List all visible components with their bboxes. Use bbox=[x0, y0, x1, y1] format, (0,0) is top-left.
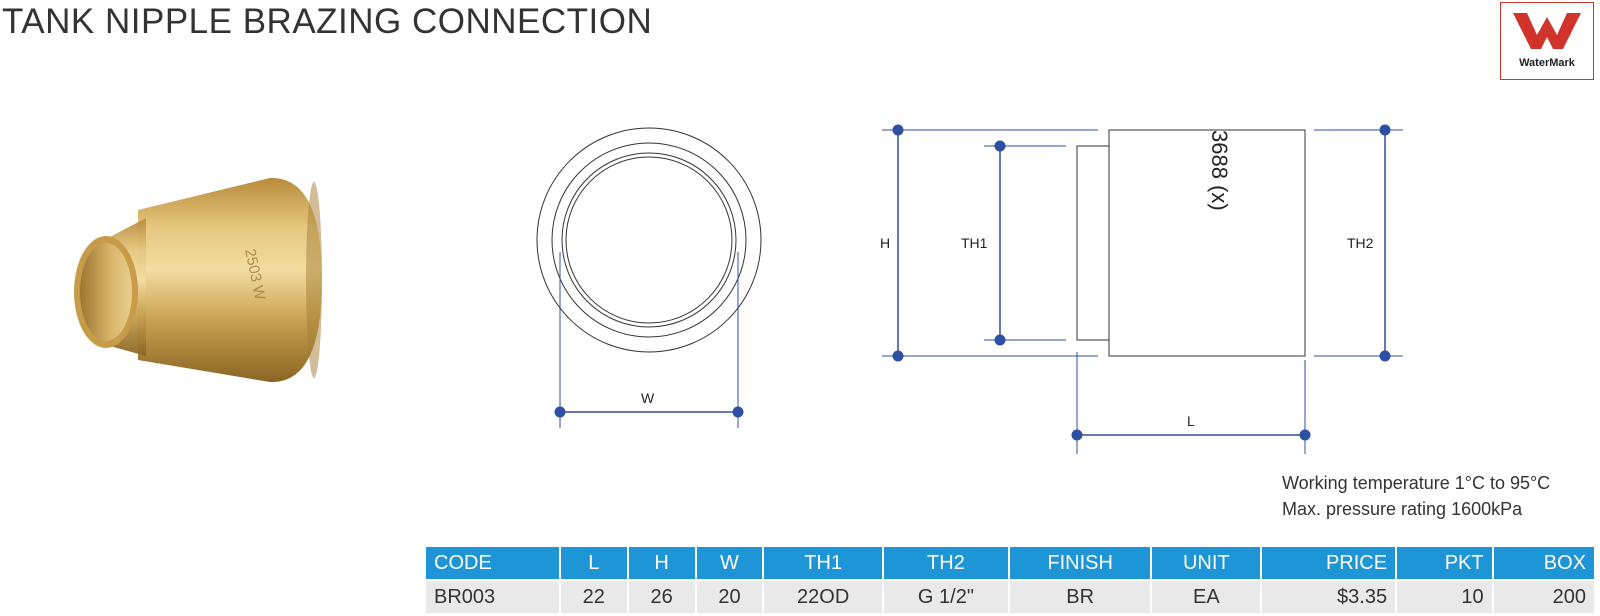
th1-dimension bbox=[984, 140, 1066, 346]
table-row: BR003 22 26 20 22OD G 1/2" BR EA $3.35 1… bbox=[426, 581, 1594, 613]
header-th1: TH1 bbox=[764, 547, 882, 579]
label-l: L bbox=[1187, 413, 1195, 429]
header-th2: TH2 bbox=[883, 547, 1008, 579]
label-th2: TH2 bbox=[1347, 235, 1374, 251]
cell-unit: EA bbox=[1152, 581, 1261, 613]
header-pkt: PKT bbox=[1397, 547, 1492, 579]
label-w: W bbox=[641, 390, 655, 406]
header-code: CODE bbox=[426, 547, 559, 579]
cell-th2: G 1/2" bbox=[883, 581, 1008, 613]
cell-w: 20 bbox=[696, 581, 763, 613]
watermark-logo: WaterMark bbox=[1500, 2, 1594, 80]
specifications: Working temperature 1°C to 95°C Max. pre… bbox=[1282, 470, 1550, 522]
cell-finish: BR bbox=[1009, 581, 1151, 613]
spec-temperature: Working temperature 1°C to 95°C bbox=[1282, 473, 1551, 493]
label-h: H bbox=[880, 235, 890, 251]
header-h: H bbox=[628, 547, 695, 579]
fitting-opening bbox=[80, 243, 132, 341]
th2-dimension bbox=[1314, 124, 1403, 362]
inner-circle bbox=[561, 152, 737, 328]
pricing-table: CODE L H W TH1 TH2 FINISH UNIT PRICE PKT… bbox=[424, 545, 1596, 615]
page-title: TANK NIPPLE BRAZING CONNECTION bbox=[2, 2, 653, 41]
header-l: L bbox=[560, 547, 627, 579]
bore-circle bbox=[565, 156, 733, 324]
fitting-end bbox=[306, 182, 322, 378]
watermark-w-icon bbox=[1513, 13, 1581, 49]
side-marking: 3688 (x) bbox=[1207, 130, 1232, 211]
front-view bbox=[536, 127, 762, 353]
w-dimension bbox=[554, 252, 744, 428]
fitting-body bbox=[138, 177, 322, 383]
header-price: PRICE bbox=[1262, 547, 1396, 579]
cell-price: $3.35 bbox=[1262, 581, 1396, 613]
header-box: BOX bbox=[1493, 547, 1594, 579]
label-th1: TH1 bbox=[961, 235, 988, 251]
outer-circle bbox=[536, 127, 762, 353]
cell-code: BR003 bbox=[426, 581, 559, 613]
l-dimension bbox=[1071, 352, 1311, 454]
side-view bbox=[1076, 129, 1306, 357]
cell-box: 200 bbox=[1493, 581, 1594, 613]
cell-h: 26 bbox=[628, 581, 695, 613]
middle-circle bbox=[551, 142, 747, 338]
product-photo: 2503 W bbox=[74, 177, 322, 383]
table-header-row: CODE L H W TH1 TH2 FINISH UNIT PRICE PKT… bbox=[426, 547, 1594, 579]
h-dimension bbox=[882, 124, 1098, 362]
spigot-rect bbox=[1076, 145, 1110, 341]
body-rect bbox=[1108, 129, 1306, 357]
logo-label: WaterMark bbox=[1519, 57, 1575, 69]
cell-l: 22 bbox=[560, 581, 627, 613]
header-finish: FINISH bbox=[1009, 547, 1151, 579]
spec-pressure: Max. pressure rating 1600kPa bbox=[1282, 499, 1523, 519]
header-w: W bbox=[696, 547, 763, 579]
cell-pkt: 10 bbox=[1397, 581, 1492, 613]
header-unit: UNIT bbox=[1152, 547, 1261, 579]
cell-th1: 22OD bbox=[764, 581, 882, 613]
